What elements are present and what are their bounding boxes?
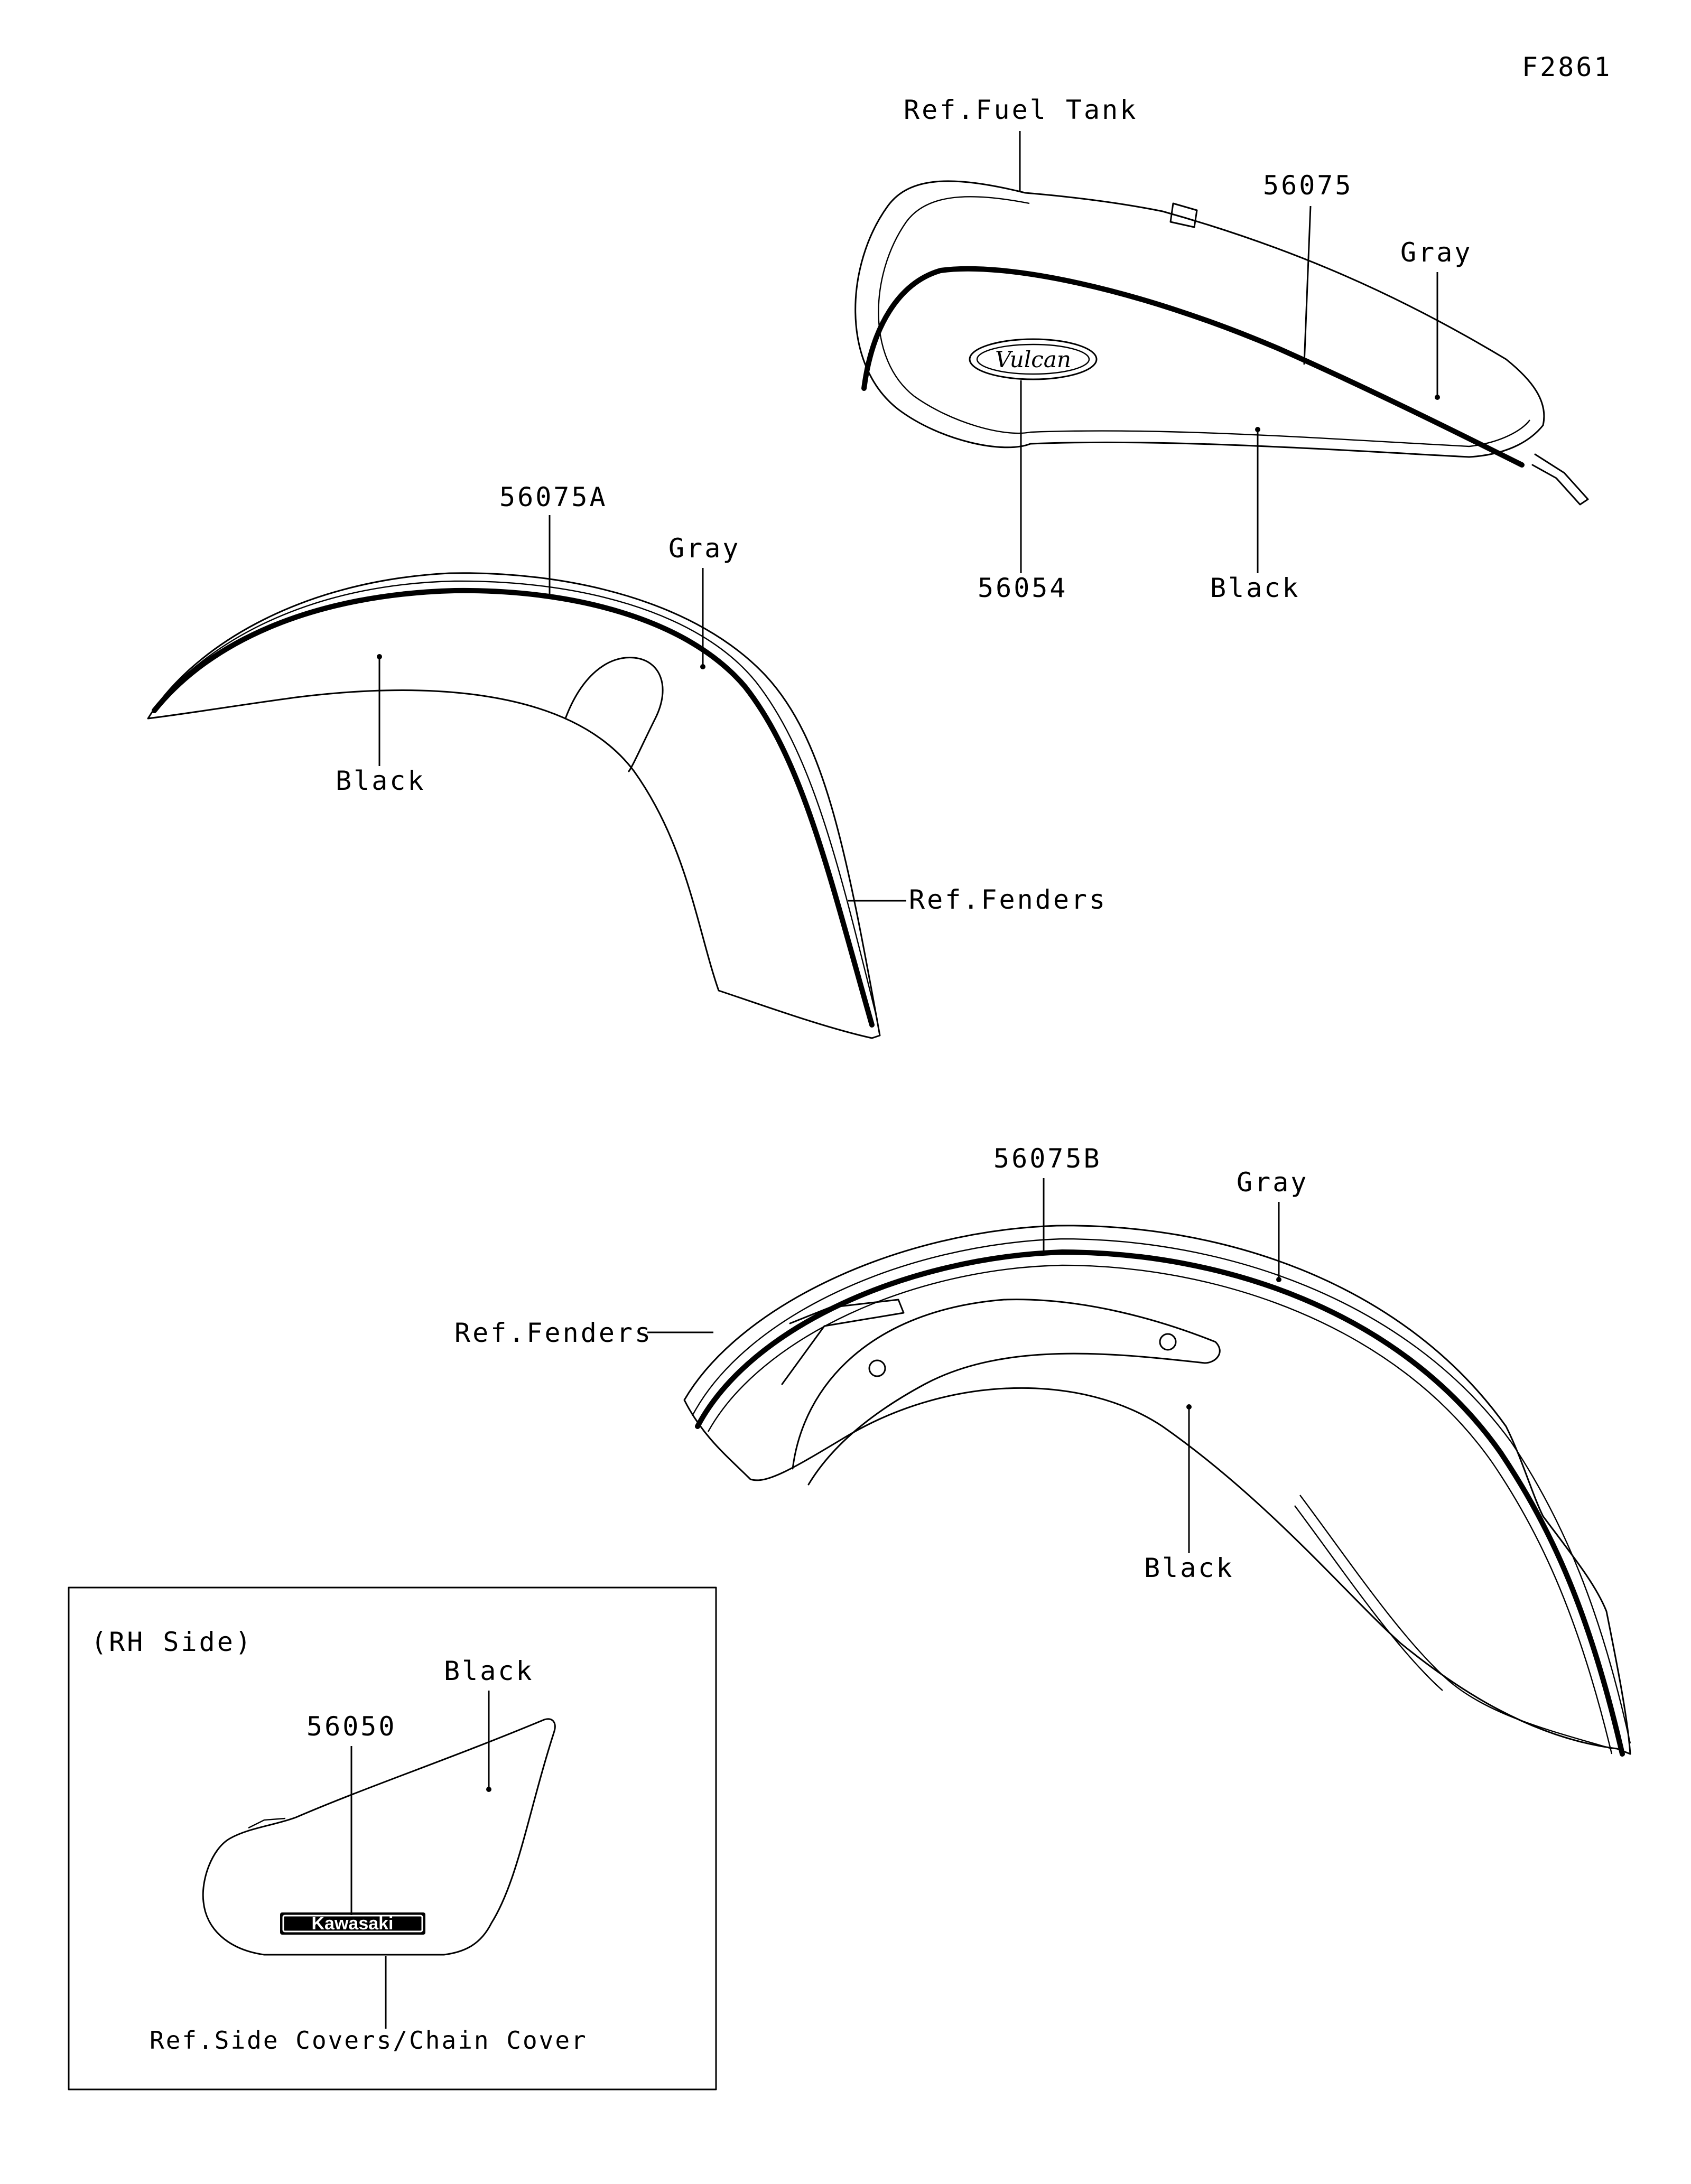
rear-fender <box>683 1225 1631 1757</box>
rear-ref-fenders-label: Ref.Fenders <box>454 1318 653 1348</box>
side-cover-black-label: Black <box>444 1656 534 1686</box>
rear-fender-black-label: Black <box>1144 1553 1234 1583</box>
tank-gray-label: Gray <box>1400 237 1472 268</box>
rh-side-inset-frame <box>68 1586 717 2090</box>
part-56075B-label: 56075B <box>993 1143 1102 1174</box>
ref-fuel-tank-label: Ref.Fuel Tank <box>904 95 1138 125</box>
front-fender-black-label: Black <box>336 766 426 796</box>
vulcan-emblem <box>969 338 1098 380</box>
tank-black-label: Black <box>1210 573 1300 603</box>
side-cover: Kawasaki <box>202 1718 556 1956</box>
part-56075-label: 56075 <box>1263 170 1353 201</box>
kawasaki-logo-badge <box>280 1912 425 1935</box>
front-fender <box>147 572 881 1039</box>
part-56054-label: 56054 <box>978 573 1068 603</box>
rh-side-title: (RH Side) <box>91 1627 253 1657</box>
rear-fender-gray-label: Gray <box>1237 1167 1308 1198</box>
vulcan-emblem-text: Vulcan <box>995 347 1071 372</box>
front-fender-gray-label: Gray <box>668 533 740 564</box>
kawasaki-logo-text: Kawasaki <box>312 1914 394 1934</box>
figure-id: F2861 <box>1522 52 1612 82</box>
part-56075-leader <box>1303 206 1312 365</box>
ref-side-covers-label: Ref.Side Covers/Chain Cover <box>150 2026 588 2055</box>
fuel-tank: Vulcan <box>854 180 1589 506</box>
part-56075A-label: 56075A <box>499 482 608 512</box>
part-56050-label: 56050 <box>306 1711 397 1742</box>
front-ref-fenders-label: Ref.Fenders <box>909 884 1107 915</box>
